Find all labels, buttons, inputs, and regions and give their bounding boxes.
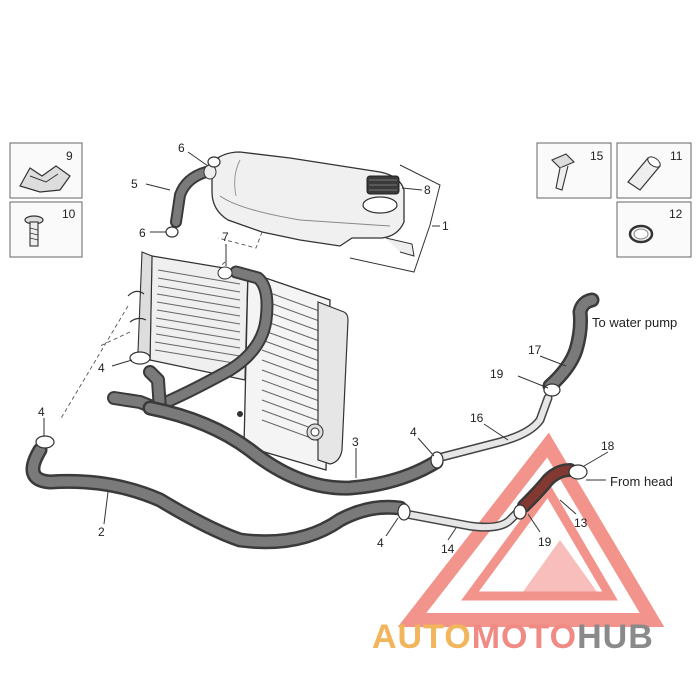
callout-4-a: 4 bbox=[98, 361, 105, 375]
callout-15: 15 bbox=[590, 149, 604, 163]
clip-nut-icon bbox=[19, 165, 71, 193]
callout-4-d: 4 bbox=[377, 536, 384, 550]
hose-13 bbox=[517, 463, 577, 513]
inset-12: 12 bbox=[616, 201, 692, 258]
screw-icon bbox=[24, 215, 44, 247]
callout-19-a: 19 bbox=[490, 367, 504, 381]
pipe-14 bbox=[401, 507, 523, 532]
callout-13: 13 bbox=[574, 516, 588, 530]
inset-9: 9 bbox=[9, 142, 83, 199]
label-from-head: From head bbox=[610, 474, 673, 489]
callout-14: 14 bbox=[441, 542, 455, 556]
inset-10: 10 bbox=[9, 201, 83, 258]
callout-6: 6 bbox=[139, 226, 146, 240]
callout-5: 5 bbox=[131, 177, 138, 191]
callout-16: 16 bbox=[470, 411, 484, 425]
callout-numbers: 6 5 6 7 4 4 2 3 4 4 14 16 19 17 18 13 19 bbox=[38, 141, 615, 556]
watermark-moto: MOTO bbox=[472, 618, 577, 656]
leader-lines bbox=[43, 151, 609, 541]
hose-3 bbox=[142, 400, 444, 496]
bracket-1 bbox=[349, 164, 441, 273]
pipe-16 bbox=[433, 393, 553, 463]
hose-7 bbox=[155, 265, 274, 411]
filler-cap bbox=[366, 175, 400, 195]
callout-1: 1 bbox=[442, 219, 449, 233]
callout-19-b: 19 bbox=[538, 535, 552, 549]
callout-9: 9 bbox=[66, 149, 73, 163]
hose-clamps bbox=[35, 156, 588, 521]
hose-17 bbox=[542, 292, 600, 394]
sleeve-icon bbox=[627, 156, 661, 191]
callout-6-top: 6 bbox=[178, 141, 185, 155]
callout-3: 3 bbox=[352, 435, 359, 449]
watermark-text: AUTOMOTOHUB bbox=[372, 618, 654, 656]
callout-2: 2 bbox=[98, 525, 105, 539]
callout-12: 12 bbox=[669, 207, 683, 221]
callout-4-c: 4 bbox=[410, 425, 417, 439]
callout-7: 7 bbox=[222, 230, 229, 244]
inset-11: 11 bbox=[616, 142, 692, 199]
hose-5 bbox=[170, 164, 217, 228]
hose-2 bbox=[25, 442, 408, 550]
watermark-auto: AUTO bbox=[372, 618, 472, 656]
bolt-icon bbox=[551, 153, 575, 191]
label-to-water-pump: To water pump bbox=[592, 315, 677, 330]
callout-8: 8 bbox=[424, 183, 431, 197]
callout-17: 17 bbox=[528, 343, 542, 357]
watermark-logo bbox=[397, 432, 665, 627]
hose-clamp-icon bbox=[628, 224, 654, 244]
callout-10: 10 bbox=[62, 207, 76, 221]
expansion-tank bbox=[211, 151, 415, 257]
callout-4-b: 4 bbox=[38, 405, 45, 419]
radiator bbox=[127, 251, 349, 471]
inset-15: 15 bbox=[536, 142, 612, 199]
svg-text:AUTOMOTOHUB: AUTOMOTOHUB bbox=[372, 618, 654, 656]
callout-11: 11 bbox=[670, 149, 683, 163]
callout-18: 18 bbox=[601, 439, 615, 453]
watermark-hub: HUB bbox=[577, 618, 654, 656]
